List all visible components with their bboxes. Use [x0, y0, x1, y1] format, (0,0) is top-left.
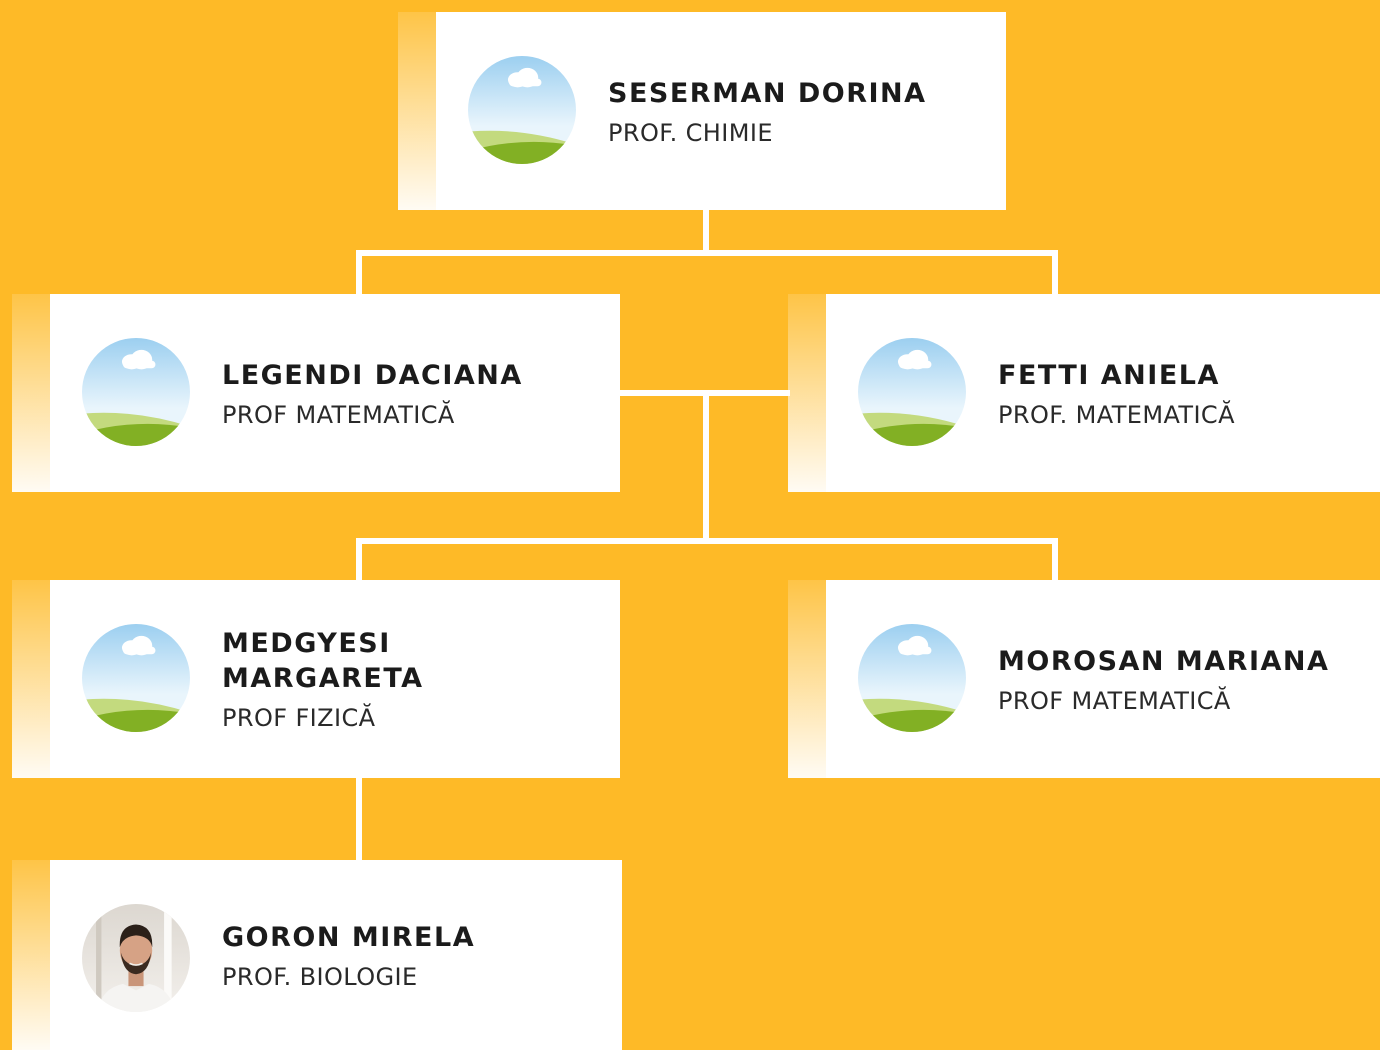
card-accent-strip — [788, 580, 826, 778]
org-card-morosan-mariana[interactable]: MOROSAN MARIANA PROF MATEMATICĂ — [788, 580, 1380, 778]
connector-to-legendi — [356, 250, 362, 294]
org-card-goron-mirela[interactable]: GORON MIRELA PROF. BIOLOGIE — [12, 860, 622, 1050]
person-name: GORON MIRELA — [222, 921, 476, 953]
landscape-placeholder-icon — [468, 56, 576, 164]
person-role: PROF. CHIMIE — [608, 118, 773, 147]
connector-mid-down — [703, 390, 709, 542]
card-accent-strip — [788, 294, 826, 492]
org-card-seserman-dorina[interactable]: SESERMAN DORINA PROF. CHIMIE — [398, 12, 1006, 210]
person-name: SESERMAN DORINA — [608, 77, 927, 109]
card-accent-strip — [12, 860, 50, 1050]
card-accent-strip — [398, 12, 436, 210]
connector-root-down — [703, 210, 709, 254]
org-card-medgyesi-margareta[interactable]: MEDGYESI MARGARETA PROF FIZICĂ — [12, 580, 620, 778]
person-photo-icon — [82, 904, 190, 1012]
person-name: FETTI ANIELA — [998, 359, 1220, 391]
person-role: PROF. MATEMATICĂ — [998, 400, 1235, 429]
card-accent-strip — [12, 294, 50, 492]
connector-to-morosan — [1052, 538, 1058, 580]
landscape-placeholder-icon — [858, 624, 966, 732]
org-card-legendi-daciana[interactable]: LEGENDI DACIANA PROF MATEMATICĂ — [12, 294, 620, 492]
person-role: PROF FIZICĂ — [222, 704, 376, 732]
connector-level2-bar — [356, 538, 1058, 544]
connector-to-goron — [356, 776, 362, 860]
person-role: PROF MATEMATICĂ — [998, 686, 1231, 715]
landscape-placeholder-icon — [82, 624, 190, 732]
card-accent-strip — [12, 580, 50, 778]
org-card-fetti-aniela[interactable]: FETTI ANIELA PROF. MATEMATICĂ — [788, 294, 1380, 492]
person-role: PROF. BIOLOGIE — [222, 962, 418, 991]
person-name: MOROSAN MARIANA — [998, 645, 1330, 677]
landscape-placeholder-icon — [82, 338, 190, 446]
person-name: LEGENDI DACIANA — [222, 359, 523, 391]
connector-to-fetti — [1052, 250, 1058, 294]
person-role: PROF MATEMATICĂ — [222, 400, 455, 429]
connector-to-medgyesi — [356, 538, 362, 580]
connector-level1-bar — [356, 250, 1058, 256]
landscape-placeholder-icon — [858, 338, 966, 446]
person-name: MEDGYESI MARGARETA — [222, 628, 424, 694]
